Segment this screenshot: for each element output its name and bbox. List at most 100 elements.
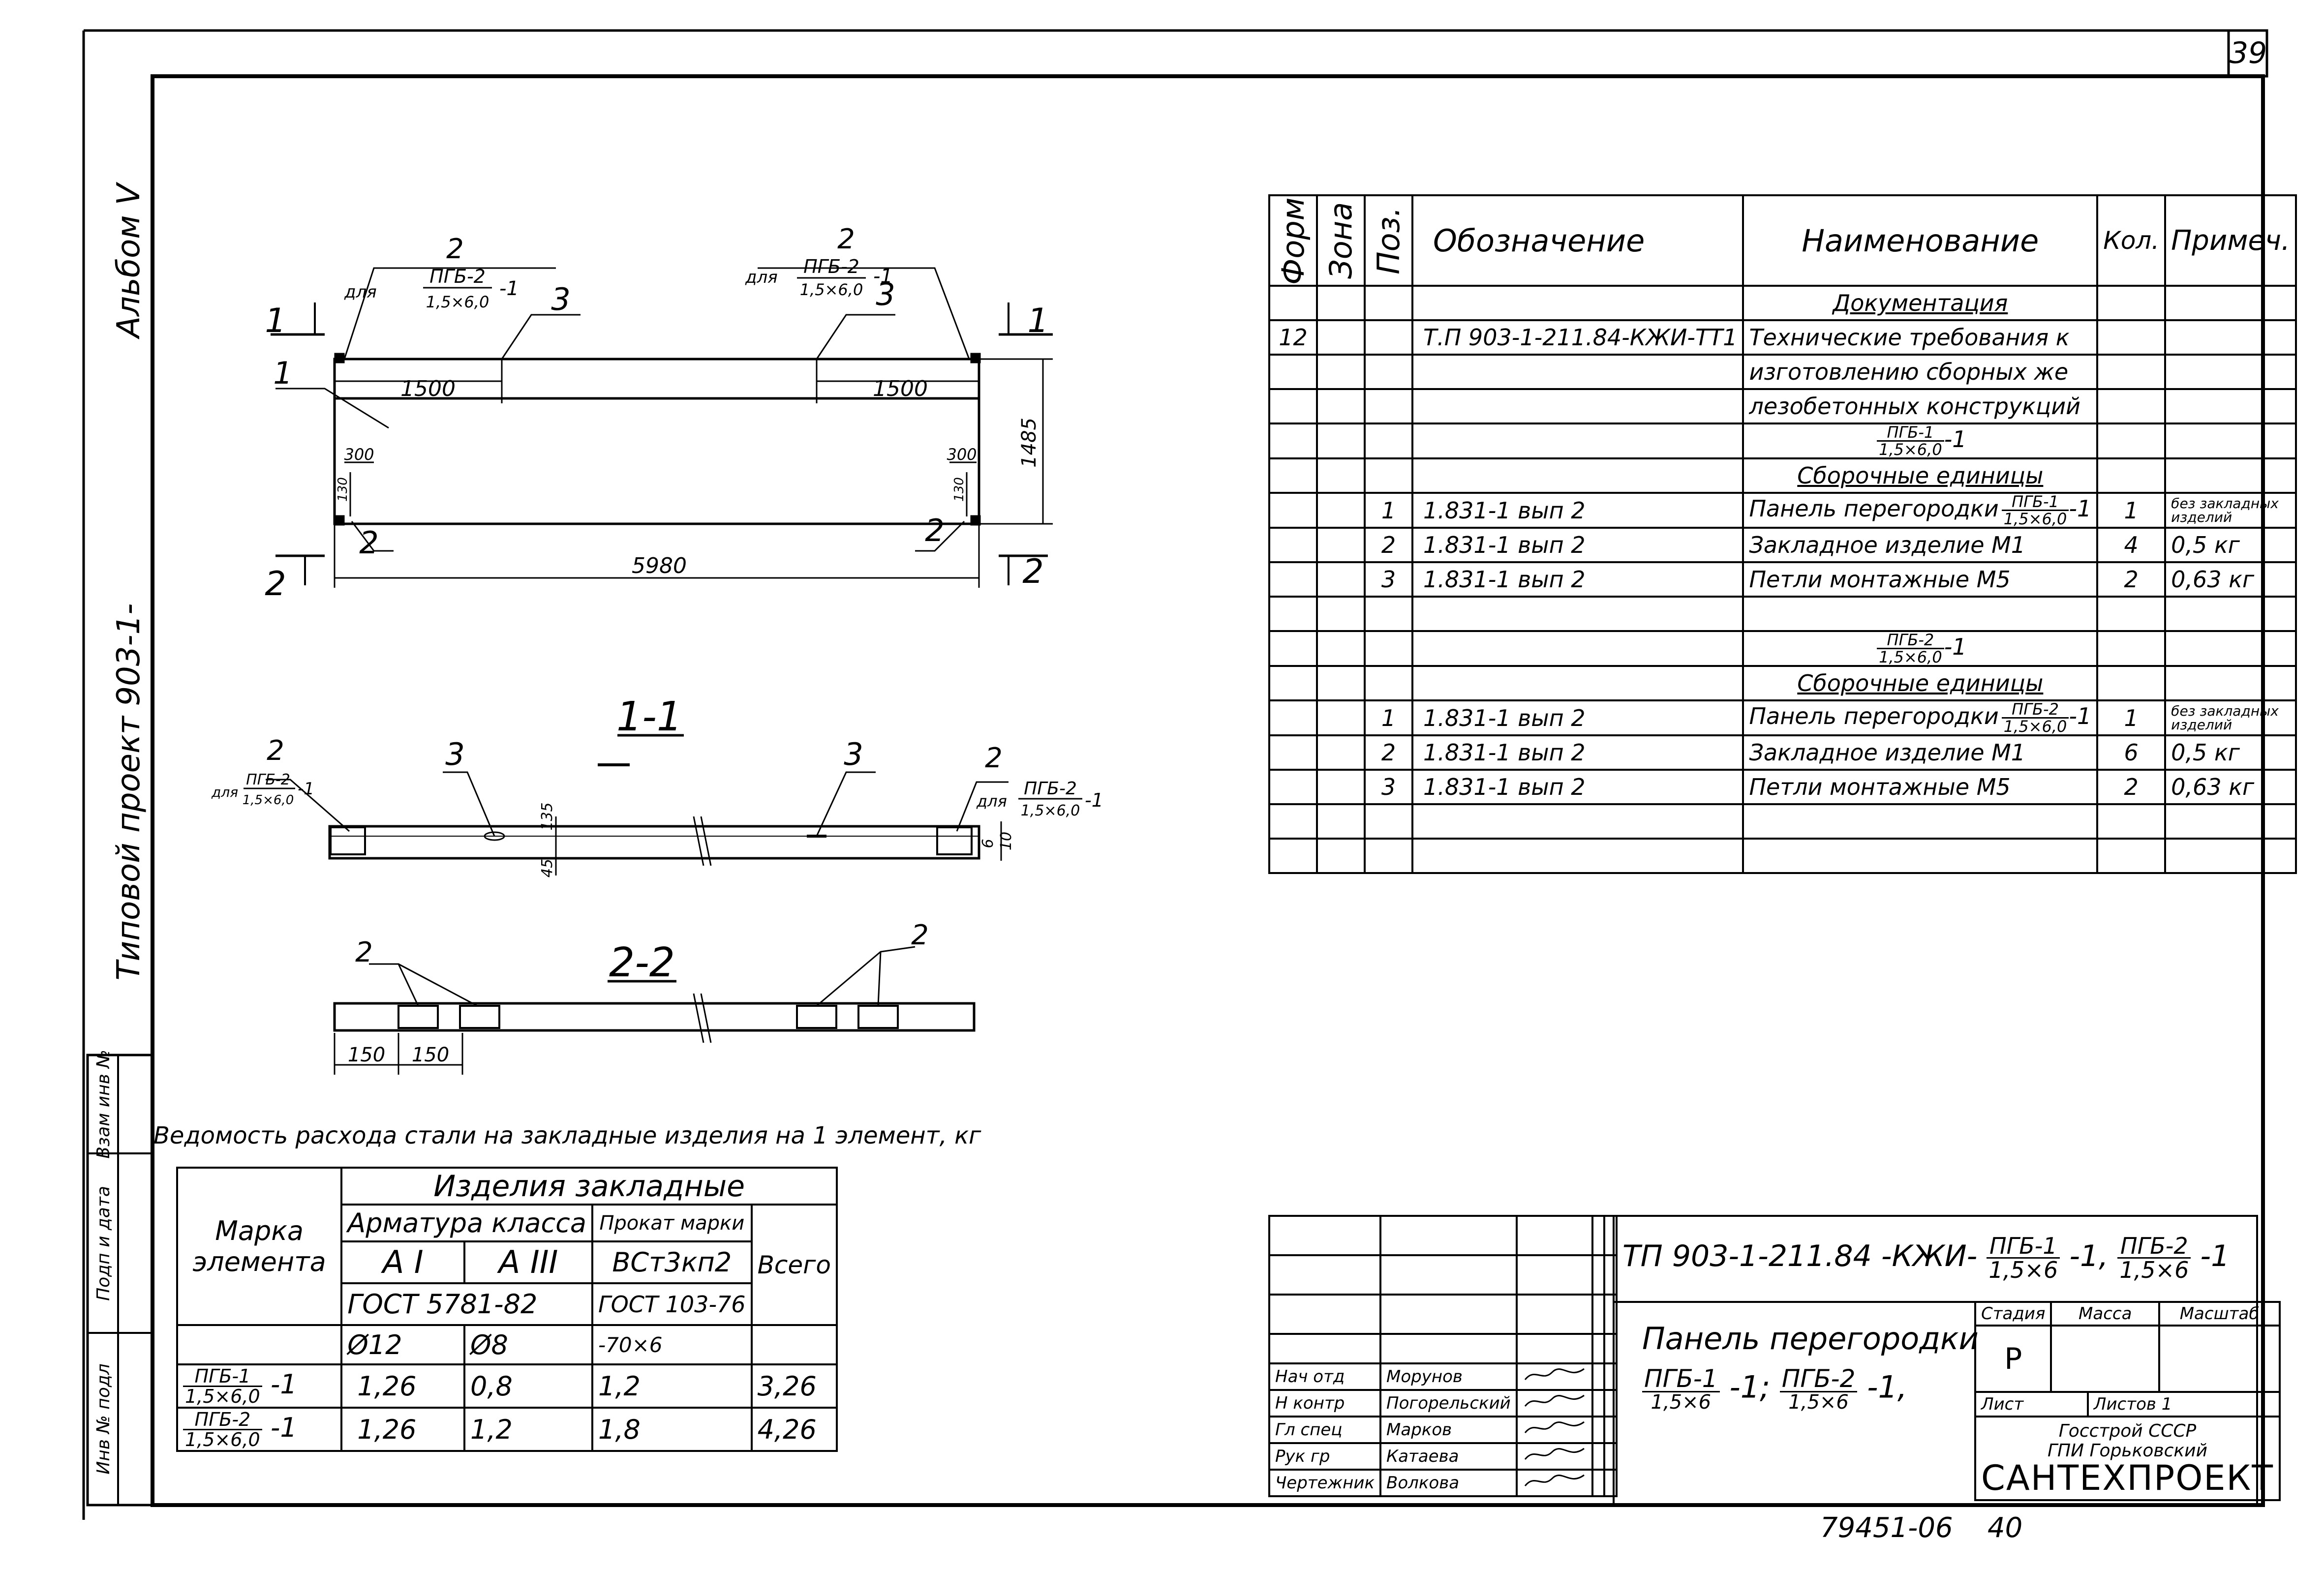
scale-label: Масштаб	[2158, 1301, 2281, 1327]
section-1-1-title: 1-1	[616, 694, 682, 740]
signature-scribble-icon	[1524, 1474, 1585, 1486]
steel-mark-header: Марка элемента	[176, 1167, 343, 1326]
spec-cell-qty	[2096, 596, 2167, 632]
spec-cell-name: Закладное изделие М1	[1742, 527, 2099, 563]
steel-consumption-table: Марка элемента Изделия закладные Арматур…	[176, 1167, 838, 1452]
signature-role: Рук гр	[1268, 1442, 1382, 1471]
spec-cell-name: Технические требования к	[1742, 319, 2099, 356]
spec-cell-note	[2164, 422, 2297, 459]
spec-fraction-num: ПГБ-2	[2001, 702, 2069, 719]
section-1-1-callout-right-pre: для	[976, 792, 1007, 811]
spec-cell-name-text: Панель перегородки	[1749, 495, 1999, 522]
steel-class-1: А I	[340, 1240, 466, 1284]
steel-row-2-a3: 1,2	[463, 1407, 593, 1452]
section-2-2-dim-a: 150	[348, 1044, 385, 1066]
spec-header-name: Наименование	[1742, 194, 2099, 287]
spec-cell-qty: 6	[2096, 734, 2167, 771]
spec-cell-pos: 1	[1364, 699, 1413, 736]
spec-header-row: Формат Зона Поз. Обозначение Наименовани…	[1269, 194, 2297, 287]
steel-rebar-header: Арматура класса	[340, 1204, 593, 1242]
steel-row-1-a1: 1,26	[340, 1363, 466, 1409]
plan-callout-left-num: ПГБ-2	[429, 266, 486, 287]
spec-cell-name-text: Закладное изделие М1	[1749, 739, 2026, 766]
plan-callout-left-pos: 2	[446, 233, 464, 265]
spec-cell-note	[2164, 457, 2297, 494]
org-1: Госстрой СССР	[2058, 1421, 2197, 1442]
spec-cell-name-text: Панель перегородки	[1749, 703, 1999, 729]
spec-fraction-suffix: -1	[2069, 703, 2092, 729]
spec-cell-designation: 1.831-1 вып 2	[1411, 734, 1744, 771]
plan-pos2-left: 2	[359, 525, 378, 561]
steel-caption: Ведомость расхода стали на закладные изд…	[153, 1122, 981, 1149]
spec-cell-format	[1268, 665, 1318, 701]
spec-cell-qty	[2096, 388, 2167, 424]
spec-cell-zone	[1316, 769, 1366, 805]
spec-cell-qty: 2	[2096, 769, 2167, 805]
spec-cell-zone	[1316, 596, 1366, 632]
plan-callout-right-den: 1,5×6,0	[800, 280, 863, 299]
spec-cell-name-text: Документация	[1833, 290, 2008, 316]
spec-header-qty: Кол.	[2096, 194, 2167, 287]
spec-fraction-num: ПГБ-1	[2001, 495, 2069, 511]
spec-cell-qty	[2096, 665, 2167, 701]
section-mark-2-left: 2	[265, 565, 286, 603]
spec-cell-qty	[2096, 422, 2167, 459]
signature-mark	[1515, 1469, 1593, 1497]
spec-cell-pos: 3	[1364, 769, 1413, 805]
spec-cell-designation	[1411, 457, 1744, 494]
spec-cell-zone	[1316, 665, 1366, 701]
plan-callout-right-suffix: -1	[873, 265, 893, 288]
spec-cell-pos	[1364, 422, 1413, 459]
spec-cell-zone	[1316, 285, 1366, 321]
section-mark-2-right: 2	[1022, 552, 1043, 591]
document-name-text: Панель перегородки	[1642, 1321, 1979, 1357]
spec-cell-format	[1268, 388, 1318, 424]
stamp-cell-inv: Инв № подл	[93, 1363, 114, 1474]
spec-cell-zone	[1316, 354, 1366, 390]
spec-fraction-suffix: -1	[1944, 634, 1967, 660]
spec-header-designation: Обозначение	[1411, 194, 1744, 287]
spec-cell-format	[1268, 527, 1318, 563]
spec-cell-qty: 2	[2096, 561, 2167, 598]
spec-cell-zone	[1316, 803, 1366, 840]
code-f2-den: 1,5×6	[2119, 1257, 2189, 1283]
org-3: САНТЕХПРОЕКТ	[1981, 1457, 2274, 1498]
spec-cell-format	[1268, 699, 1318, 736]
spec-cell-note	[2164, 596, 2297, 632]
spec-cell-designation: 1.831-1 вып 2	[1411, 769, 1744, 805]
spec-cell-pos	[1364, 457, 1413, 494]
signature-name: Волкова	[1379, 1469, 1518, 1497]
plan-callout-right-pos: 2	[837, 223, 855, 255]
section-1-1-dim-135: 135	[539, 802, 556, 830]
name-f1-num: ПГБ-1	[1642, 1366, 1720, 1392]
steel-header-row-1: Марка элемента Изделия закладные	[176, 1167, 838, 1326]
steel-grade: ВСт3кп2	[591, 1240, 753, 1284]
stamp-cell-sign: Подп и дата	[93, 1186, 114, 1301]
spec-cell-name: Сборочные единицы	[1742, 665, 2099, 701]
spec-cell-name: лезобетонных конструкций	[1742, 388, 2099, 424]
spec-cell-format	[1268, 803, 1318, 840]
steel-blank	[176, 1324, 343, 1365]
spec-row	[1268, 596, 2297, 632]
signature-name: Погорельский	[1379, 1389, 1518, 1418]
spec-cell-designation	[1411, 285, 1744, 321]
section-1-1-callout-right-suffix: -1	[1085, 789, 1103, 811]
plan-view	[271, 267, 1053, 588]
org-2: ГПИ Горьковский	[2048, 1441, 2207, 1461]
spec-cell-pos	[1364, 803, 1413, 840]
spec-row	[1268, 838, 2297, 874]
plan-dim-small-right: 300	[947, 445, 977, 464]
spec-cell-note	[2164, 803, 2297, 840]
